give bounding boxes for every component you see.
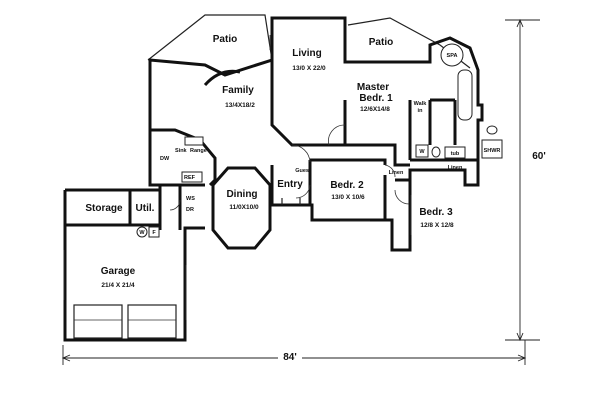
f-label: F [152, 230, 156, 236]
tub-fixture [444, 146, 466, 159]
windows [63, 17, 412, 320]
linen-label-1: Linen [448, 165, 463, 171]
dw-label: DW [160, 156, 170, 162]
dimension-depth: 60' [505, 18, 551, 342]
family-label: Family [222, 85, 254, 96]
bedr3-size: 12/8 X 12/8 [420, 222, 454, 229]
garage-doors [73, 304, 177, 339]
dining-label: Dining [226, 189, 257, 200]
room-labels: Patio Patio Living 13/0 X 22/0 Family 13… [85, 34, 454, 289]
bedr2-label: Bedr. 2 [330, 180, 364, 191]
garage-size: 21/4 X 21/4 [101, 282, 135, 289]
bath2-toilet [431, 146, 441, 158]
walkin-label-2: in [418, 108, 424, 114]
linen-label-2: Linen [389, 170, 404, 176]
toilet-fixture [486, 125, 498, 135]
w-label: W [139, 230, 145, 236]
bedr2-size: 13/0 X 10/6 [331, 194, 365, 201]
patio-right-label: Patio [369, 37, 393, 48]
family-size: 13/4X18/2 [225, 102, 255, 109]
garage-f-fixture [148, 226, 160, 238]
garden-tub [457, 69, 473, 121]
spa-fixture [440, 43, 464, 67]
tub-label: tub [451, 151, 460, 157]
patio-left-outline [147, 14, 273, 61]
kitchen-counter-wall [150, 128, 217, 187]
master-label-2: Bedr. 1 [359, 93, 393, 104]
refrigerator [181, 171, 203, 183]
range-label: Range [190, 148, 207, 154]
walkin-label-1: Walk [414, 101, 428, 107]
storage-top-wall [65, 183, 205, 192]
entry-label: Entry [277, 179, 303, 190]
kitchen-sink [184, 136, 204, 146]
dining-size: 11/0X10/0 [229, 204, 259, 211]
garage-perimeter [63, 190, 205, 342]
master-bottom-wall [345, 143, 410, 167]
living-label: Living [292, 48, 321, 59]
storage-label: Storage [85, 203, 123, 214]
shwr-label: SHWR [484, 148, 501, 154]
living-size: 13/0 X 22/0 [292, 65, 326, 72]
family-curve-wall [203, 69, 241, 87]
depth-dimension-label: 60' [532, 151, 546, 162]
master-size: 12/6X14/8 [360, 106, 390, 113]
guest-label: Guest [295, 168, 311, 174]
sink-label: Sink [175, 148, 188, 154]
dr-label: DR [186, 207, 194, 213]
shower-fixture [481, 139, 503, 159]
house-perimeter [148, 16, 484, 252]
wh-label: W [419, 149, 425, 155]
ws-label: WS [186, 196, 195, 202]
dining-octagon [211, 166, 272, 250]
spa-label: SPA [447, 53, 458, 59]
master-label-1: Master [357, 82, 389, 93]
patio-left-label: Patio [213, 34, 237, 45]
fixtures: SPA SHWR Walk in tub W Linen Linen Guest… [136, 43, 503, 238]
util-label: Util. [136, 203, 155, 214]
dimension-width: 84' [61, 340, 527, 365]
garage-label: Garage [101, 266, 136, 277]
bedr3-label: Bedr. 3 [419, 207, 453, 218]
water-heater [415, 144, 429, 158]
width-dimension-label: 84' [283, 352, 297, 363]
bedr2-top-wall [310, 158, 387, 165]
outer-walls [63, 14, 484, 342]
living-walls [270, 60, 347, 147]
ref-label: REF [184, 175, 196, 181]
garage-w-fixture [136, 226, 148, 238]
door-swings [169, 124, 410, 211]
